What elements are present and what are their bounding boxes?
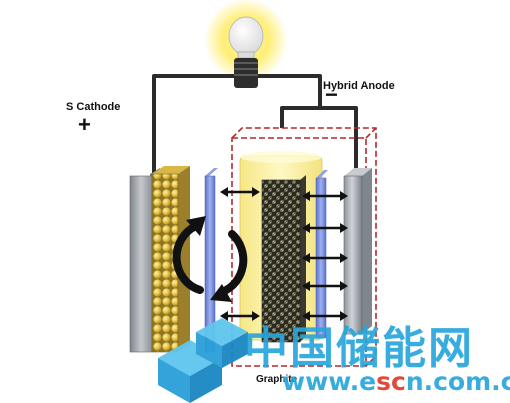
- watermark-url-suffix: n.com.cn: [405, 367, 510, 396]
- watermark-chinese: 中国储能网: [244, 323, 474, 374]
- cathode-sign: +: [78, 112, 91, 137]
- circular-arrow-heads: [186, 216, 232, 302]
- watermark-url-prefix: www.e: [282, 367, 377, 396]
- anode-collector: [343, 168, 372, 335]
- circuit-wires: [152, 74, 358, 178]
- anode-label: Hybrid Anode: [323, 80, 395, 92]
- graphite-column: [261, 175, 306, 343]
- graphite-label: Graphite: [256, 374, 298, 385]
- watermark-url-highlight: sc: [376, 367, 406, 396]
- anode-sign: −: [325, 82, 338, 107]
- light-bulb-icon: [228, 16, 264, 88]
- watermark-url: www.escn.com.cn: [282, 367, 510, 396]
- double-arrow-icon: [220, 187, 348, 321]
- logo-cube-icon: [158, 318, 248, 403]
- circular-arrows-icon: [172, 222, 248, 296]
- cathode-label: S Cathode: [66, 101, 121, 113]
- sulfur-cathode: [151, 166, 190, 353]
